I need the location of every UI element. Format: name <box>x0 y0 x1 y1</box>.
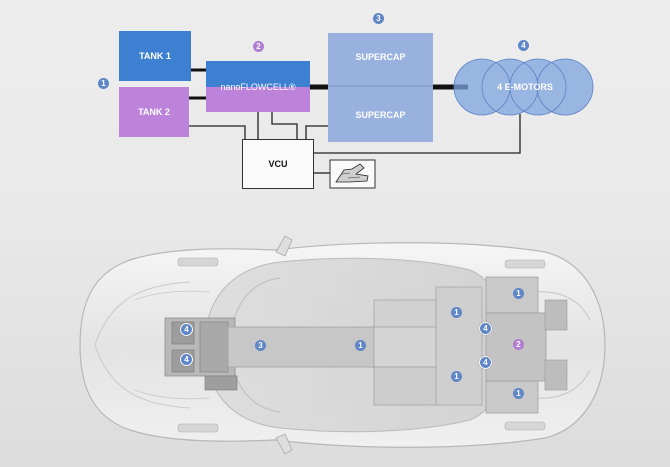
flowcell-block: nanoFLOWCELL® <box>206 61 310 112</box>
ctrl-supercap-to-vcu <box>305 125 328 139</box>
wheel-front-bottom <box>177 423 219 433</box>
callout-2: 2 <box>253 41 264 52</box>
car-marker-motor-front-top: 4 <box>180 323 193 336</box>
tank1-label: TANK 1 <box>139 51 171 61</box>
car-marker-tank-rear-top: 1 <box>513 288 524 299</box>
vcu-block: VCU <box>242 139 314 189</box>
mirror-top <box>275 235 293 257</box>
car-marker-supercap: 3 <box>255 340 266 351</box>
supercap-block: SUPERCAP SUPERCAP <box>328 33 433 142</box>
callout-4: 4 <box>518 40 529 51</box>
tank2-block: TANK 2 <box>119 87 189 137</box>
car-marker-tank-center: 1 <box>355 340 366 351</box>
front-motor-assembly <box>164 317 238 391</box>
motors-outlines <box>453 58 594 116</box>
car-marker-motor-front-bottom: 4 <box>180 353 193 366</box>
car-marker-tank-lower: 1 <box>451 371 462 382</box>
supercap-bar <box>227 326 375 368</box>
schematic-lines <box>188 58 594 189</box>
ctrl-flowcell-to-vcu-2 <box>271 112 298 139</box>
motors-label: 4 E-MOTORS <box>497 82 553 92</box>
car-marker-flowcell-rear: 2 <box>513 339 524 350</box>
vcu-label: VCU <box>268 159 288 169</box>
ctrl-tank2-to-vcu <box>189 125 246 139</box>
tank-structure <box>373 286 483 406</box>
car-marker-motor-right-top: 4 <box>479 322 492 335</box>
tank1-block: TANK 1 <box>119 31 191 81</box>
ctrl-vcu-to-motors <box>314 114 521 154</box>
supercap-top-label: SUPERCAP <box>355 52 406 62</box>
callout-3: 3 <box>373 13 384 24</box>
callout-1: 1 <box>98 78 109 89</box>
mirror-bottom <box>275 433 293 455</box>
supercap-bottom-label: SUPERCAP <box>355 110 406 120</box>
tank2-label: TANK 2 <box>138 107 170 117</box>
pedal-icon <box>329 159 376 189</box>
car-marker-tank-upper: 1 <box>451 307 462 318</box>
wheel-rear-bottom <box>504 421 546 431</box>
wheel-front-top <box>177 257 219 267</box>
car-marker-tank-rear-bottom: 1 <box>513 388 524 399</box>
wheel-rear-top <box>504 259 546 269</box>
flowcell-label: nanoFLOWCELL® <box>220 82 296 92</box>
car-marker-motor-right-bottom: 4 <box>479 356 492 369</box>
